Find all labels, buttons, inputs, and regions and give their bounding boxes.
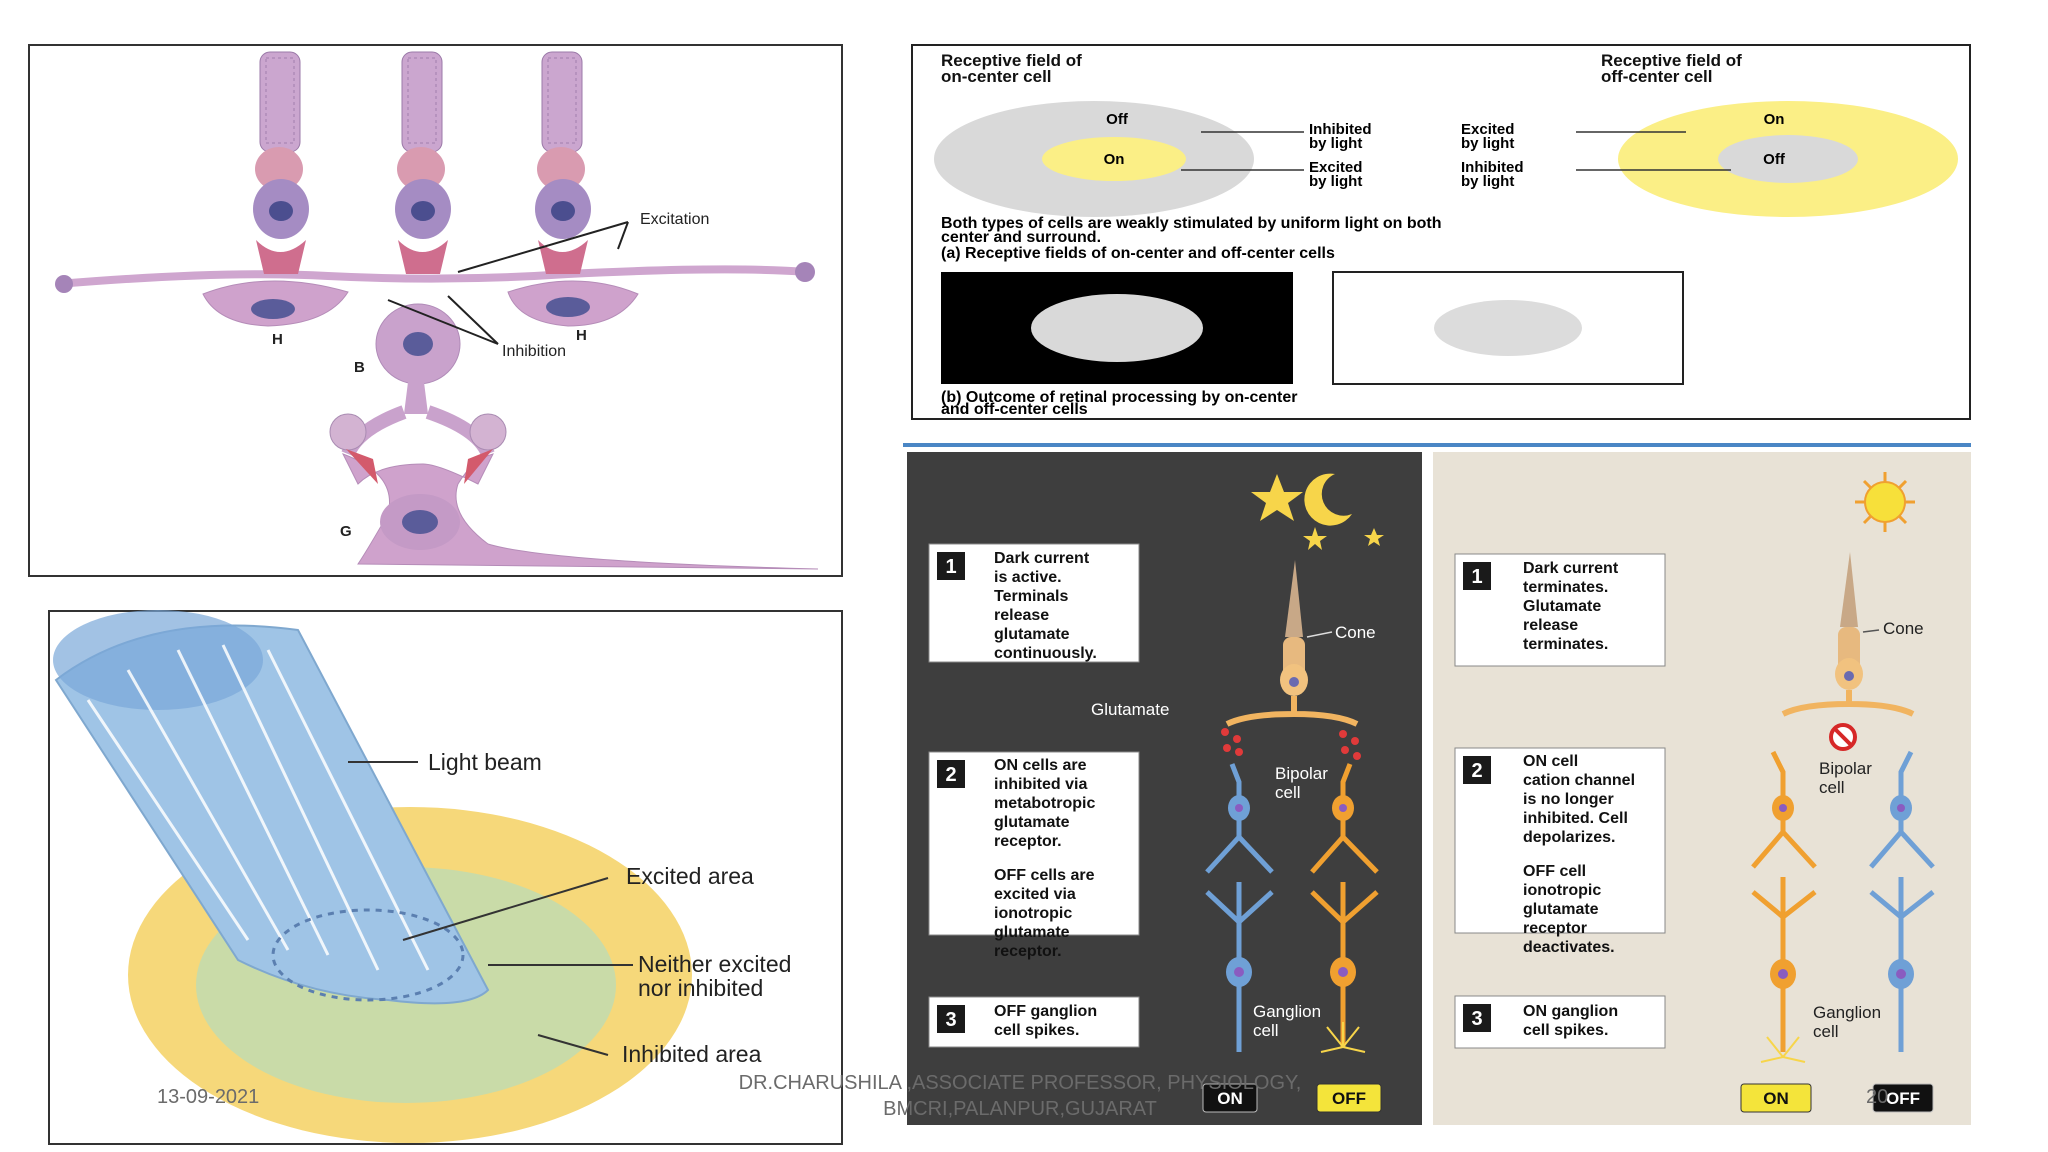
glutamate-label: Glutamate <box>1091 700 1169 719</box>
on-ring-off-label: Off <box>1106 111 1129 128</box>
excited-area-label: Excited area <box>626 863 754 889</box>
off-pathway-light <box>1869 750 1935 1052</box>
label-g: G <box>340 523 352 540</box>
svg-text:ON: ON <box>1763 1089 1789 1108</box>
svg-text:1: 1 <box>1471 566 1482 588</box>
inhibited-area-label: Inhibited area <box>622 1041 762 1067</box>
svg-text:OFF: OFF <box>1332 1089 1366 1108</box>
retina-cell-diagram: Excitation Inhibition H H B G <box>28 44 843 577</box>
excitation-label: Excitation <box>640 211 709 228</box>
svg-text:ON: ON <box>1217 1089 1243 1108</box>
off-pathway <box>1310 763 1379 1047</box>
inhibition-label: Inhibition <box>502 343 566 360</box>
label-b: B <box>354 359 365 376</box>
light-beam-diagram: Light beam Excited area Neither excited … <box>48 610 843 1145</box>
page-number: 20 <box>1866 1086 1889 1108</box>
star-icon <box>1251 474 1303 521</box>
photoreceptor-middle <box>395 51 451 274</box>
light-step2-text: ON cell cation channel is no longer inhi… <box>1523 753 1639 956</box>
inhibited-right-label: Inhibited by light <box>1461 159 1528 190</box>
dark-off-badge <box>1316 1083 1382 1113</box>
off-center-title: Receptive field of off-center cell <box>1601 51 1747 86</box>
light-on-badge <box>1740 1083 1812 1113</box>
receptive-fields-diagram: Receptive field of on-center cell Recept… <box>911 44 1971 420</box>
dark-cone <box>1225 560 1359 727</box>
light-step1-text: Dark current terminates. Glutamate relea… <box>1523 560 1623 653</box>
on-center-title: Receptive field of on-center cell <box>941 51 1087 86</box>
both-types-text: Both types of cells are weakly stimulate… <box>941 215 1446 246</box>
on-center-center <box>1042 137 1186 181</box>
spike-burst <box>1320 1022 1366 1053</box>
svg-text:1: 1 <box>945 556 956 578</box>
svg-text:OFF: OFF <box>1886 1089 1920 1108</box>
svg-text:2: 2 <box>945 764 956 786</box>
on-pathway-light <box>1751 750 1817 1052</box>
moon-icon <box>1304 473 1352 526</box>
svg-text:2: 2 <box>1471 760 1482 782</box>
footer-author-line2: BMCRI,PALANPUR,GUJARAT <box>883 1098 1157 1120</box>
light-ganglion-label: Ganglion cell <box>1813 1003 1886 1041</box>
light-cone <box>1781 552 1915 717</box>
divider-line <box>903 443 1971 447</box>
light-cone-label: Cone <box>1883 619 1924 638</box>
on-pathway <box>1205 763 1274 1052</box>
svg-text:3: 3 <box>945 1009 956 1031</box>
light-phototransduction-panel: 1 Dark current terminates. Glutamate rel… <box>1433 452 1971 1125</box>
photoreceptor-right <box>535 51 591 274</box>
dark-cone-label: Cone <box>1335 623 1376 642</box>
caption-b: (b) Outcome of retinal processing by on-… <box>941 389 1302 418</box>
light-beam-label: Light beam <box>428 749 542 775</box>
excited-left-label: Excited by light <box>1309 159 1367 190</box>
footer-date: 13-09-2021 <box>157 1086 260 1108</box>
photoreceptor-left <box>253 51 309 274</box>
glutamate-dots <box>1221 728 1361 760</box>
dark-on-badge <box>1202 1083 1258 1113</box>
dark-step2-text: ON cells are inhibited via metabotropic … <box>994 757 1100 960</box>
label-h-left: H <box>272 331 283 348</box>
light-bipolar-label: Bipolar cell <box>1819 759 1877 797</box>
no-release-icon <box>1829 723 1857 751</box>
dark-phototransduction-panel: 1 Dark current is active. Terminals rele… <box>907 452 1422 1125</box>
excited-right-label: Excited by light <box>1461 121 1519 152</box>
off-ring-off-label: Off <box>1763 151 1786 168</box>
footer-author: DR.CHARUSHILA ,ASSOCIATE PROFESSOR, PHYS… <box>700 1070 1340 1122</box>
neither-label: Neither excited nor inhibited <box>638 951 798 1001</box>
sun-icon <box>1855 472 1915 532</box>
light-off-badge <box>1872 1083 1934 1113</box>
svg-text:3: 3 <box>1471 1008 1482 1030</box>
label-h-right: H <box>576 327 587 344</box>
inhibited-left-label: Inhibited by light <box>1309 121 1376 152</box>
footer-author-line1: DR.CHARUSHILA ,ASSOCIATE PROFESSOR, PHYS… <box>738 1072 1302 1094</box>
caption-a: (a) Receptive fields of on-center and of… <box>941 245 1335 262</box>
dark-step3-text: OFF ganglion cell spikes. <box>994 1003 1102 1039</box>
light-step3-text: ON ganglion cell spikes. <box>1523 1003 1623 1039</box>
dark-step1-text: Dark current is active. Terminals releas… <box>994 550 1097 662</box>
dark-bipolar-label: Bipolar cell <box>1275 764 1333 802</box>
spike-burst-light <box>1760 1036 1806 1063</box>
off-center-center <box>1718 135 1858 183</box>
dark-ganglion-label: Ganglion cell <box>1253 1002 1326 1040</box>
off-ring-on-label: On <box>1764 111 1785 128</box>
on-ring-on-label: On <box>1104 151 1125 168</box>
